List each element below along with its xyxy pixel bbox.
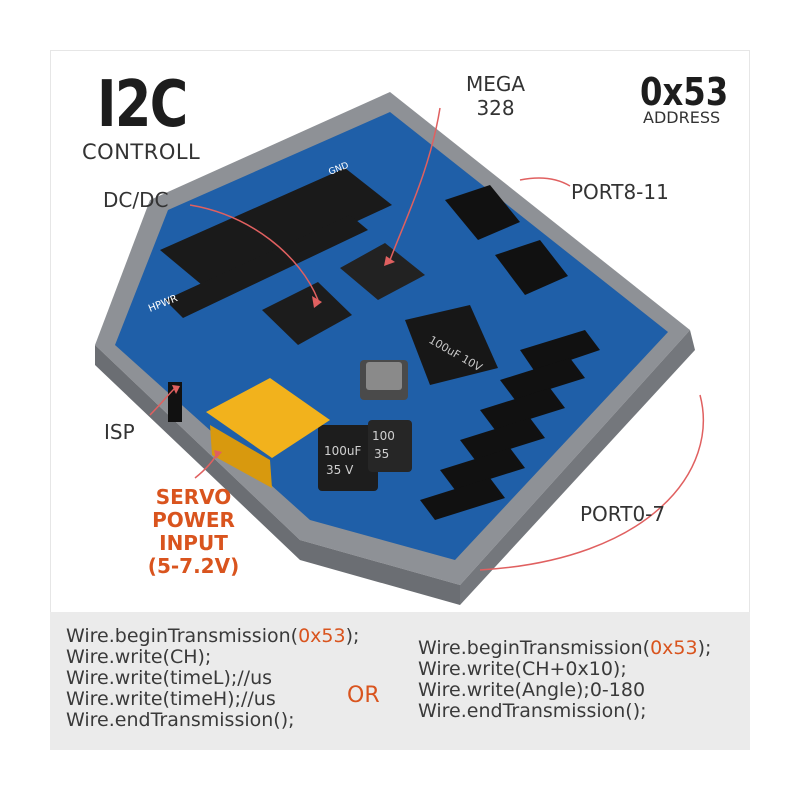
dcdc-chip xyxy=(262,282,352,345)
title-i2c: I2C xyxy=(97,68,188,142)
code-line: Wire.write(timeH);//us xyxy=(66,688,276,710)
code-line: Wire.write(timeL);//us xyxy=(66,667,273,689)
port8-11-label: PORT8-11 xyxy=(571,180,669,204)
capacitor-35v-a: 100uF 35 V xyxy=(318,425,378,491)
svg-text:35: 35 xyxy=(374,447,389,461)
port0-7-headers xyxy=(420,330,600,520)
title-controll: CONTROLL xyxy=(82,140,201,164)
callout-lines xyxy=(149,107,705,571)
main-header-lower xyxy=(165,215,368,318)
isp-label: ISP xyxy=(104,420,135,444)
svg-text:100: 100 xyxy=(372,429,395,443)
svg-text:100uF: 100uF xyxy=(324,444,362,458)
code-panel xyxy=(50,612,750,750)
or-separator: OR xyxy=(347,683,380,708)
port8-callout-line xyxy=(519,177,571,187)
case-side xyxy=(95,345,460,605)
port0-callout-line xyxy=(479,394,705,571)
svg-text:35 V: 35 V xyxy=(326,463,354,477)
code-line: Wire.write(CH+0x10); xyxy=(418,658,627,680)
port0-7-label: PORT0-7 xyxy=(580,502,666,526)
address-value: 0x53 xyxy=(640,70,729,114)
address-label: ADDRESS xyxy=(643,108,721,127)
dcdc-callout-line xyxy=(189,204,319,301)
isp-callout-line xyxy=(149,387,176,416)
capacitor-10v: 100uF 10V xyxy=(405,305,498,385)
code-line: Wire.write(CH); xyxy=(66,646,212,668)
inductor-top xyxy=(366,362,402,390)
code-line: Wire.write(Angle);0-180 xyxy=(418,679,646,701)
mega-callout-line xyxy=(389,107,441,261)
capacitor-35v-b: 100 35 xyxy=(368,420,412,472)
code-line: Wire.endTransmission(); xyxy=(66,709,295,731)
mega328-label: MEGA 328 xyxy=(466,72,526,120)
code-line: Wire.endTransmission(); xyxy=(418,700,647,722)
xt-power-connector xyxy=(206,378,330,458)
code-line: Wire.beginTransmission(0x53); xyxy=(66,625,360,647)
servo-power-input-label: SERVO POWER INPUT (5-7.2V) xyxy=(147,485,240,578)
mega328-chip xyxy=(340,243,425,300)
case-side-right xyxy=(460,330,695,605)
code-block-left: Wire.beginTransmission(0x53); Wire.write… xyxy=(66,626,359,731)
code-line: Wire.beginTransmission(0x53); xyxy=(418,637,712,659)
port8-11-headers xyxy=(445,185,568,295)
main-header-upper xyxy=(160,168,392,290)
dcdc-label: DC/DC xyxy=(103,188,169,212)
code-block-right: Wire.beginTransmission(0x53); Wire.write… xyxy=(418,638,711,722)
